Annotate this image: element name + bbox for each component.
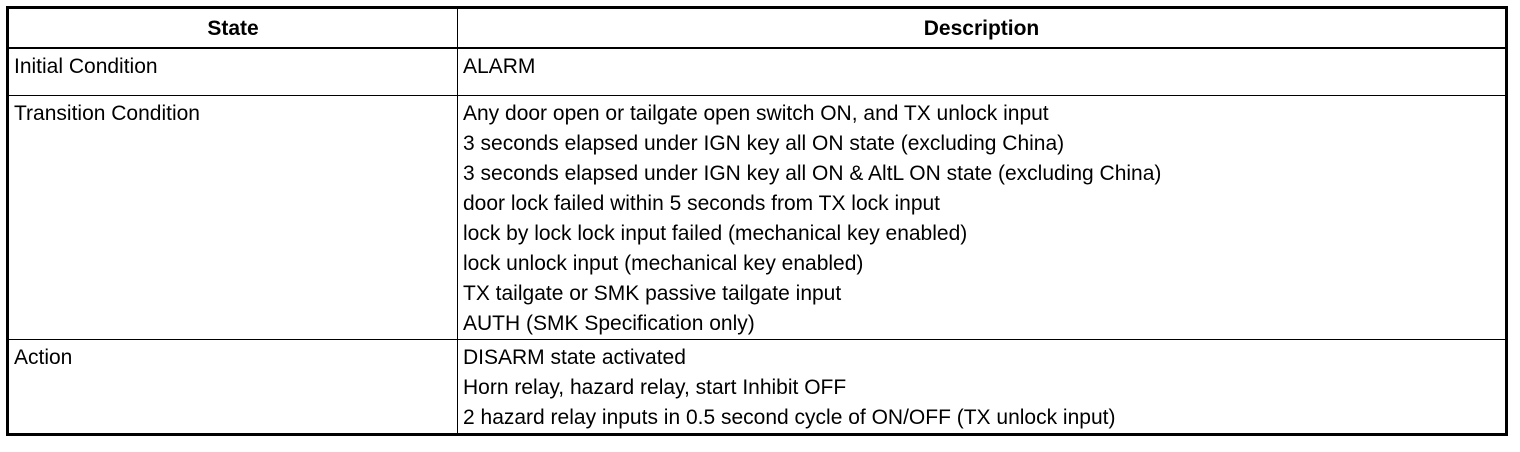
table-row-initial-condition: Initial Condition ALARM bbox=[7, 47, 1507, 96]
description-line: DISARM state activated bbox=[463, 345, 686, 369]
description-line: door lock failed within 5 seconds from T… bbox=[463, 191, 941, 215]
description-line: ALARM bbox=[463, 55, 536, 78]
description-line: 3 seconds elapsed under IGN key all ON &… bbox=[463, 161, 1162, 185]
description-line: Horn relay, hazard relay, start Inhibit … bbox=[463, 375, 847, 399]
description-cell: ALARM bbox=[457, 47, 1507, 96]
description-cell: DISARM state activated Horn relay, hazar… bbox=[457, 338, 1507, 435]
header-row: State Description bbox=[7, 7, 1507, 49]
table-body: Initial Condition ALARM Transition Condi… bbox=[7, 47, 1507, 435]
description-line: 3 seconds elapsed under IGN key all ON s… bbox=[463, 131, 1065, 155]
state-cell: Action bbox=[7, 338, 458, 435]
description-line: lock unlock input (mechanical key enable… bbox=[463, 251, 864, 275]
state-cell: Transition Condition bbox=[7, 94, 458, 340]
table-row-action: Action DISARM state activated Horn relay… bbox=[7, 338, 1507, 435]
header-state: State bbox=[7, 7, 458, 49]
description-line: lock by lock lock input failed (mechanic… bbox=[463, 221, 968, 245]
description-cell: Any door open or tailgate open switch ON… bbox=[457, 94, 1507, 340]
header-description: Description bbox=[457, 7, 1507, 49]
table-header: State Description bbox=[7, 7, 1507, 49]
table-row-transition-condition: Transition Condition Any door open or ta… bbox=[7, 94, 1507, 340]
state-cell: Initial Condition bbox=[7, 47, 458, 96]
description-line: Any door open or tailgate open switch ON… bbox=[463, 101, 1049, 125]
description-line: TX tailgate or SMK passive tailgate inpu… bbox=[463, 281, 842, 305]
state-description-table: State Description Initial Condition ALAR… bbox=[6, 6, 1508, 436]
description-line: 2 hazard relay inputs in 0.5 second cycl… bbox=[463, 405, 1116, 429]
description-line: AUTH (SMK Specification only) bbox=[463, 311, 755, 335]
